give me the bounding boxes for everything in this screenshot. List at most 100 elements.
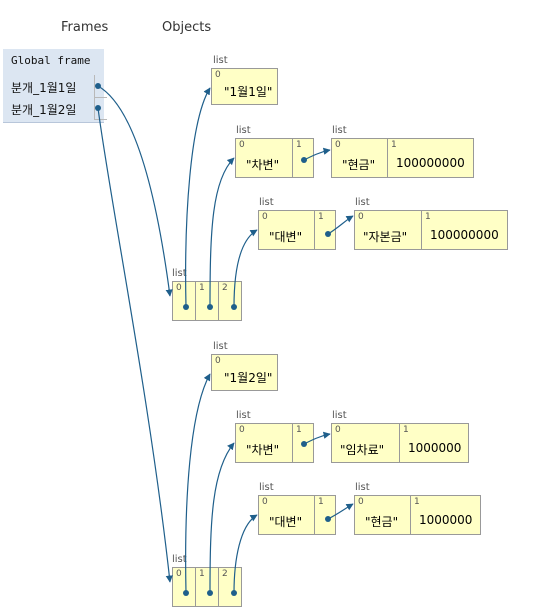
list-cell: 0 — [172, 281, 196, 321]
list-type-label: list — [213, 55, 228, 66]
cell-index: 1 — [391, 140, 397, 150]
list-type-label: list — [236, 410, 251, 421]
cell-value: "차변" — [246, 443, 280, 457]
list-type-label: list — [236, 125, 251, 136]
list-cell: 1 — [314, 210, 336, 250]
variable-pointer-cell — [94, 75, 107, 98]
cell-index: 0 — [215, 70, 221, 80]
cell-value: 1000000 — [419, 513, 473, 527]
cell-index: 0 — [358, 497, 364, 507]
list-type-label: list — [213, 341, 228, 352]
list-cash-2: 0 "현금" 1 1000000 — [354, 495, 481, 535]
variable-name: 분개_1월2일 — [11, 103, 77, 117]
cell-index: 1 — [425, 212, 431, 222]
cell-value: "1월2일" — [224, 371, 273, 385]
list-type-label: list — [332, 410, 347, 421]
cell-index: 1 — [318, 212, 324, 222]
cell-index: 0 — [239, 140, 245, 150]
list-cell: 1 1000000 — [410, 495, 481, 535]
list-type-label: list — [355, 197, 370, 208]
variable-name: 분개_1월1일 — [11, 81, 77, 95]
frames-header: Frames — [61, 20, 109, 35]
cell-value: "현금" — [342, 158, 376, 172]
cell-index: 1 — [199, 283, 205, 293]
cell-index: 0 — [215, 356, 221, 366]
cell-index: 2 — [222, 283, 228, 293]
list-type-label: list — [259, 197, 274, 208]
cell-index: 0 — [335, 425, 341, 435]
list-cash-1: 0 "현금" 1 100000000 — [331, 138, 474, 178]
pointer-arrow — [233, 229, 258, 308]
cell-index: 1 — [199, 569, 205, 579]
cell-value: "차변" — [246, 158, 280, 172]
cell-index: 1 — [403, 425, 409, 435]
list-date-1: 0 "1월1일" — [211, 68, 278, 105]
pointer-dot — [95, 83, 101, 89]
list-cell: 0 "1월2일" — [211, 354, 278, 391]
cell-index: 1 — [296, 425, 302, 435]
cell-index: 1 — [414, 497, 420, 507]
cell-index: 0 — [358, 212, 364, 222]
list-type-label: list — [172, 554, 187, 565]
cell-value: "현금" — [365, 515, 399, 529]
list-type-label: list — [355, 482, 370, 493]
cell-index: 2 — [222, 569, 228, 579]
cell-index: 0 — [176, 283, 182, 293]
list-cell: 1 100000000 — [387, 138, 474, 178]
pointer-arrow — [303, 431, 331, 445]
pointer-dot — [325, 516, 331, 522]
list-cell: 2 — [218, 281, 242, 321]
list-entry-2: 0 1 2 — [172, 567, 242, 607]
pointer-arrow — [209, 442, 235, 594]
cell-index: 0 — [262, 497, 268, 507]
pointer-dot — [301, 157, 307, 163]
cell-value: 1000000 — [408, 441, 462, 455]
pointer-dot — [325, 231, 331, 237]
pointer-arrow — [97, 107, 173, 583]
pointer-dot — [183, 590, 189, 596]
pointer-arrow — [185, 373, 211, 594]
cell-index: 0 — [239, 425, 245, 435]
cell-value: "자본금" — [363, 230, 408, 244]
list-cell: 1 100000000 — [421, 210, 508, 250]
list-cell: 0 "차변" — [235, 138, 293, 178]
cell-value: 100000000 — [396, 156, 465, 170]
global-frame-title: Global frame — [11, 54, 91, 67]
list-cell: 1 — [195, 281, 219, 321]
cell-index: 0 — [262, 212, 268, 222]
list-cell: 1 1000000 — [399, 423, 469, 463]
pointer-arrow — [209, 157, 235, 308]
cell-value: "1월1일" — [224, 85, 273, 99]
cell-value: "대변" — [269, 230, 303, 244]
pointer-arrow — [327, 215, 354, 235]
list-cell: 0 "자본금" — [354, 210, 422, 250]
pointer-arrow — [327, 503, 354, 520]
pointer-arrow — [233, 514, 258, 594]
pointer-dot — [231, 590, 237, 596]
variable-pointer-cell — [94, 97, 107, 120]
pointer-arrow — [185, 87, 211, 308]
objects-header: Objects — [162, 20, 212, 35]
pointer-dot — [95, 105, 101, 111]
pointer-arrow — [303, 147, 331, 161]
pointer-dot — [231, 304, 237, 310]
global-frame: Global frame 분개_1월1일 분개_1월2일 — [3, 49, 107, 123]
cell-index: 1 — [318, 497, 324, 507]
list-type-label: list — [259, 482, 274, 493]
list-date-2: 0 "1월2일" — [211, 354, 278, 391]
pointer-dot — [207, 590, 213, 596]
pointer-dot — [301, 441, 307, 447]
cell-value: "대변" — [269, 515, 303, 529]
cell-index: 0 — [176, 569, 182, 579]
cell-value: 100000000 — [430, 228, 499, 242]
list-type-label: list — [332, 125, 347, 136]
list-rent-2: 0 "임차료" 1 1000000 — [331, 423, 469, 463]
list-cell: 0 "1월1일" — [211, 68, 278, 105]
list-cell: 0 "대변" — [258, 495, 315, 535]
pointer-arrow — [97, 85, 173, 297]
pointer-dot — [183, 304, 189, 310]
list-credit-1: 0 "대변" 1 — [258, 210, 336, 250]
list-capital-1: 0 "자본금" 1 100000000 — [354, 210, 508, 250]
list-credit-2: 0 "대변" 1 — [258, 495, 336, 535]
